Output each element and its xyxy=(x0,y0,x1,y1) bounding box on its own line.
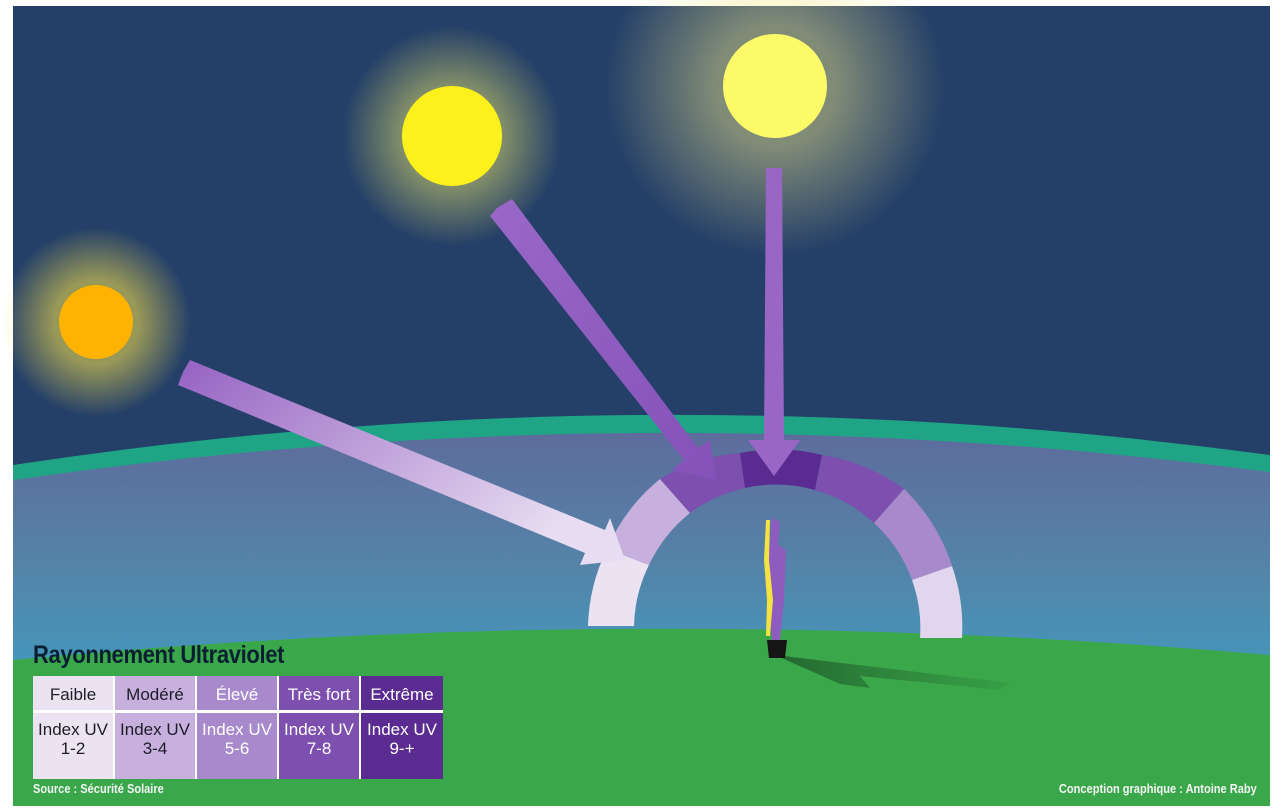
uv-arrow-high xyxy=(748,168,800,476)
sun-low-icon xyxy=(1,227,191,417)
design-credit: Conception graphique : Antoine Raby xyxy=(1059,781,1257,796)
legend-level: Très fort xyxy=(279,676,359,713)
page-title: Rayonnement Ultraviolet xyxy=(33,641,285,669)
legend-level: Modéré xyxy=(115,676,195,713)
uv-arrow-low xyxy=(178,360,625,565)
legend-index-label: Index UV xyxy=(120,720,190,739)
legend-index-range: 3-4 xyxy=(142,739,168,758)
legend-index-range: 1-2 xyxy=(60,739,86,758)
legend-index-range: 9-+ xyxy=(389,739,415,758)
uv-arrow-mid xyxy=(490,199,716,480)
legend-index-label: Index UV xyxy=(367,720,437,739)
legend-index-label: Index UV xyxy=(284,720,354,739)
source-credit: Source : Sécurité Solaire xyxy=(33,781,164,796)
uv-arch xyxy=(588,449,963,638)
legend-level: Extrême xyxy=(361,676,443,713)
sun-high-icon xyxy=(605,0,945,256)
person-figure xyxy=(764,518,1010,690)
legend-level: Faible xyxy=(33,676,113,713)
legend-index-label: Index UV xyxy=(202,720,272,739)
legend-level: Élevé xyxy=(197,676,277,713)
sun-mid-icon xyxy=(342,26,562,246)
legend-index-range: 5-6 xyxy=(224,739,250,758)
legend-index-range: 7-8 xyxy=(306,739,332,758)
legend-index-label: Index UV xyxy=(38,720,108,739)
